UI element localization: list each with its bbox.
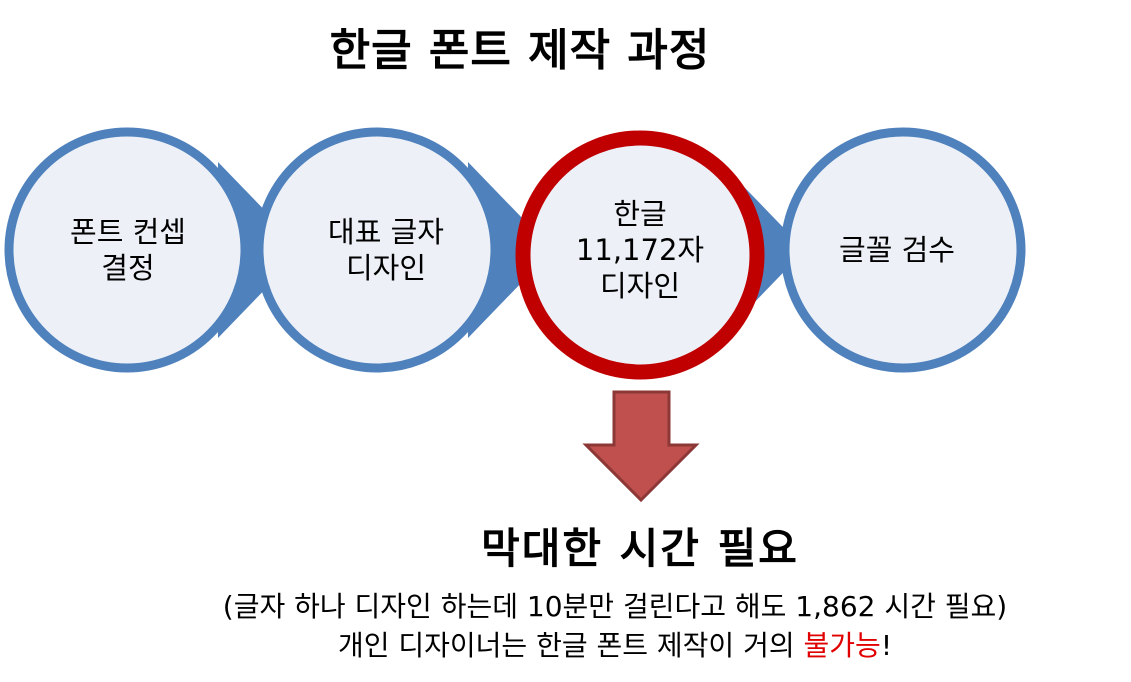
step-2-circle [254,127,500,373]
note-line-1: (글자 하나 디자인 하는데 10분만 걸린다고 해도 1,862 시간 필요) [222,590,1008,623]
step-1-line-1: 폰트 컨셉 [70,215,186,249]
down-arrow [582,390,700,503]
step-3-node [515,130,805,380]
step-3-line-1: 한글 [613,197,667,231]
step-3-line-3: 디자인 [599,269,681,303]
step-3-line-2: 11,172자 [575,233,705,267]
step-2-line-2: 디자인 [345,251,427,285]
step-4-label: 글꼴 검수 [839,232,955,268]
note-line-2-prefix: 개인 디자이너는 한글 폰트 제작이 거의 [337,629,804,662]
step-1-line-2: 결정 [101,251,155,285]
page-title: 한글 폰트 제작 과정 [329,25,711,76]
note-line-2-highlight: 불가능 [803,629,881,662]
step-4-node [780,127,1026,373]
step-1-circle [4,127,250,373]
step-2-node [254,127,553,373]
headline: 막대한 시간 필요 [481,524,799,573]
step-1-label: 폰트 컨셉 결정 [70,214,186,286]
step-4-line-1: 글꼴 검수 [839,233,955,267]
note-line-2-suffix: ! [880,629,893,662]
step-2-label: 대표 글자 디자인 [328,214,444,286]
step-2-line-1: 대표 글자 [328,215,444,249]
step-3-label: 한글 11,172자 디자인 [576,196,704,304]
step-3-circle [515,130,765,380]
step-4-circle [780,127,1026,373]
note-line-2: 개인 디자이너는 한글 폰트 제작이 거의 불가능! [60,624,1131,664]
